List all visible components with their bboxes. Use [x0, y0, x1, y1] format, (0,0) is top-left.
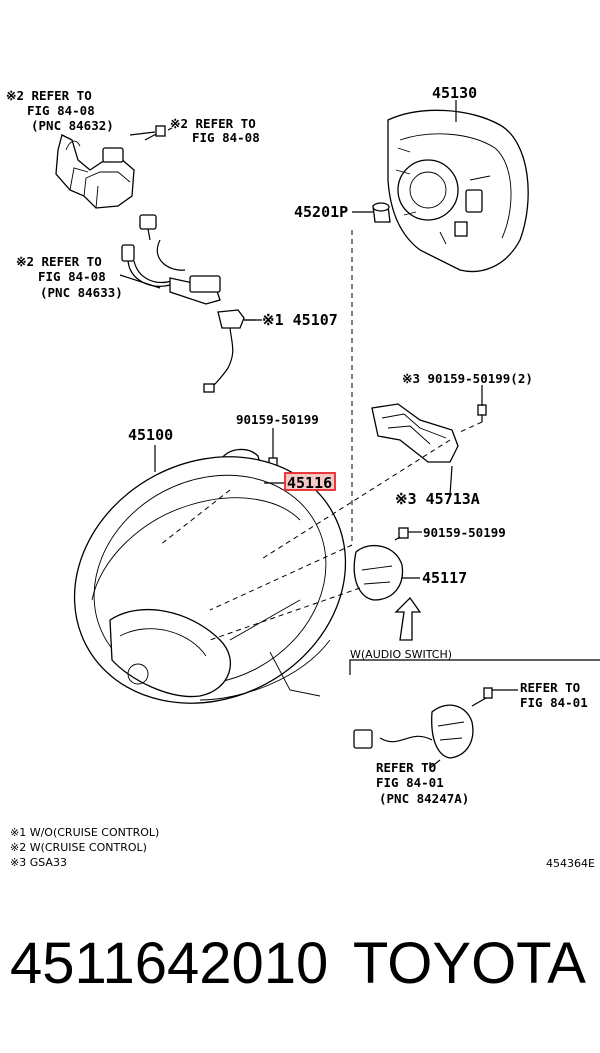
parts-diagram: ※2 REFER TO FIG 84-08 (PNC 84632) ※2 REF… [6, 84, 600, 870]
part-45107-drawing [203, 309, 256, 393]
label-90159-top-right: ※3 90159-50199(2) [402, 371, 533, 386]
harness-drawing [121, 239, 221, 305]
cruise-control-switch-drawing [55, 125, 166, 241]
figure-id: 454364E [546, 857, 595, 870]
part-45117-drawing [353, 527, 422, 641]
label-45713a: ※3 45713A [395, 490, 480, 508]
label-45201p: 45201P [294, 203, 348, 221]
ref-mid-left-line3: (PNC 84633) [40, 285, 123, 300]
label-90159-mid: 90159-50199 [236, 412, 319, 427]
ref-top-left-line1: ※2 REFER TO [6, 88, 92, 103]
ref-audio-bottom-line2: FIG 84-01 [376, 775, 444, 790]
audio-switch-box [349, 659, 600, 769]
ref-audio-bottom-line3: (PNC 84247A) [379, 791, 469, 806]
label-90159-right: 90159-50199 [423, 525, 506, 540]
brand-name: TOYOTA [352, 931, 586, 996]
label-45100: 45100 [128, 426, 173, 444]
ref-top-left-line3: (PNC 84632) [31, 118, 114, 133]
ref-top-left-line2: FIG 84-08 [27, 103, 95, 118]
horn-pad-45130-drawing [387, 109, 529, 273]
steering-wheel-45100-drawing [73, 456, 347, 704]
label-45117: 45117 [422, 569, 467, 587]
ref-audio-bottom-line1: REFER TO [376, 760, 436, 775]
highlight-45116-box [284, 472, 336, 491]
ref-audio-right-line2: FIG 84-01 [520, 695, 588, 710]
ref-top-mid-line1: ※2 REFER TO [170, 116, 256, 131]
part-number: 4511642010 [10, 931, 329, 996]
note-2: ※2 W(CRUISE CONTROL) [10, 841, 147, 854]
ref-mid-left-line2: FIG 84-08 [38, 269, 106, 284]
caption: 4511642010 TOYOTA [0, 930, 600, 1020]
alignment-lines [159, 230, 483, 641]
note-1: ※1 W/O(CRUISE CONTROL) [10, 826, 159, 839]
label-45130: 45130 [432, 84, 477, 102]
ref-audio-right-line1: REFER TO [520, 680, 580, 695]
ref-mid-left-line1: ※2 REFER TO [16, 254, 102, 269]
label-audio-switch: W(AUDIO SWITCH) [350, 648, 452, 661]
ref-top-mid-line2: FIG 84-08 [192, 130, 260, 145]
note-3: ※3 GSA33 [10, 856, 67, 869]
label-45116: 45116 [287, 474, 332, 492]
leader-lines [119, 100, 518, 768]
part-45201p-drawing [372, 202, 391, 223]
label-45107: ※1 45107 [262, 311, 338, 329]
part-45713a-drawing [371, 403, 487, 463]
